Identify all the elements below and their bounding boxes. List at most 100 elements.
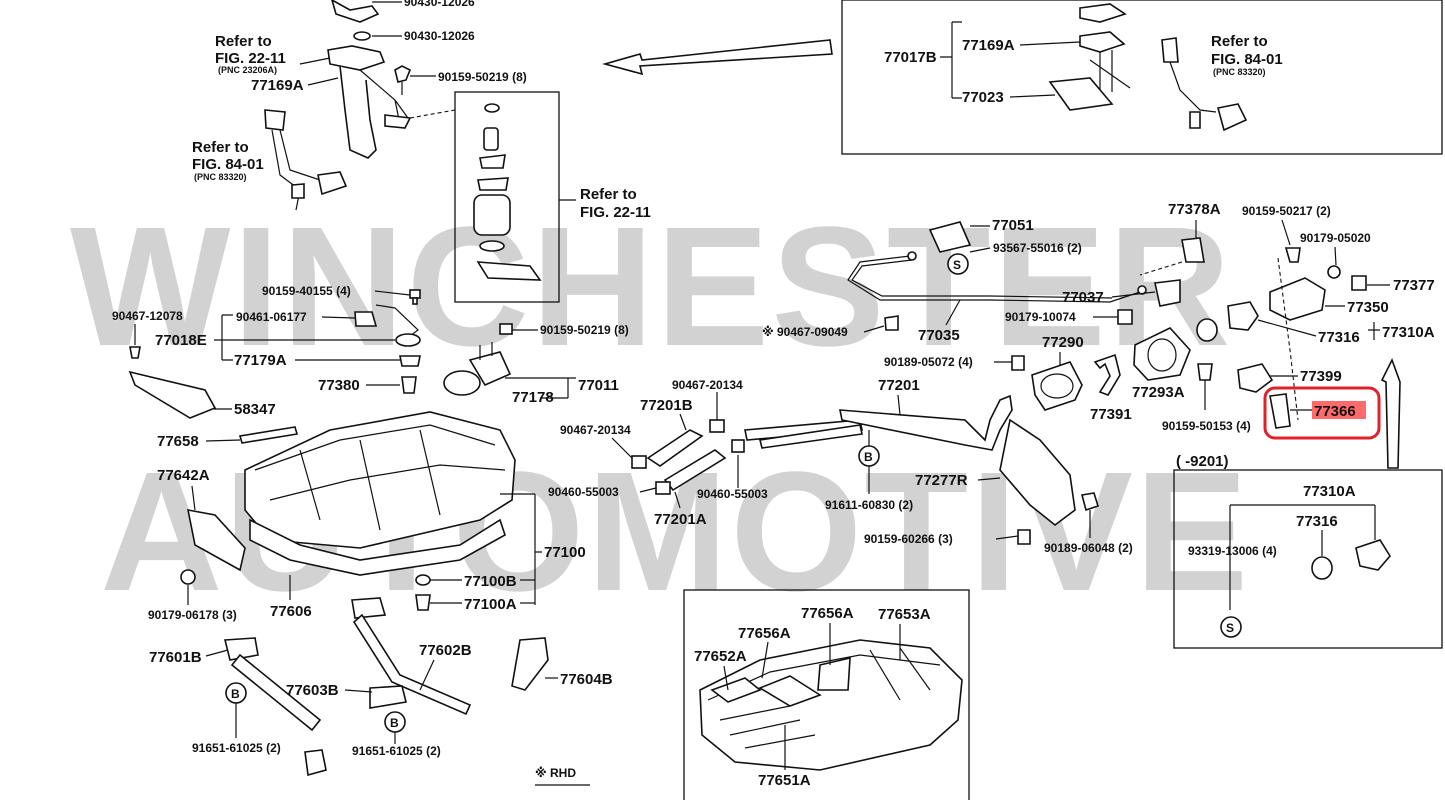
part-label-90460-55003-a[interactable]: 90460-55003 <box>548 485 619 499</box>
svg-text:S: S <box>1226 621 1234 635</box>
part-label-77023[interactable]: 77023 <box>962 89 1004 106</box>
part-label-90159-50217[interactable]: 90159-50217 (2) <box>1242 204 1331 218</box>
part-label-77656A-b[interactable]: 77656A <box>738 625 791 642</box>
part-label-90179-05020[interactable]: 90179-05020 <box>1300 231 1371 245</box>
part-label-77179A[interactable]: 77179A <box>234 352 287 369</box>
part-label-91651-61025-b[interactable]: 91651-61025 (2) <box>352 744 441 758</box>
part-label-90159-50219-top[interactable]: 90159-50219 (8) <box>438 70 527 84</box>
part-label-90430-12026-top[interactable]: 90430-12026 <box>404 0 475 9</box>
svg-text:B: B <box>390 716 399 730</box>
rhd-note: ※ RHD <box>535 766 576 780</box>
part-label-77011[interactable]: 77011 <box>578 377 619 394</box>
part-label-77277R[interactable]: 77277R <box>915 472 968 489</box>
pointer-arrow-left <box>602 39 833 76</box>
part-label-77051[interactable]: 77051 <box>992 217 1034 234</box>
part-label-90461-06177[interactable]: 90461-06177 <box>236 310 307 324</box>
part-label-77377[interactable]: 77377 <box>1393 277 1435 294</box>
part-label-77201[interactable]: 77201 <box>878 377 920 394</box>
part-label-77604B[interactable]: 77604B <box>560 671 613 688</box>
part-label-77100B[interactable]: 77100B <box>464 573 517 590</box>
filler-ring-77290 <box>1031 361 1083 411</box>
part-label-77658[interactable]: 77658 <box>157 433 199 450</box>
alt-tank-box <box>683 589 970 800</box>
part-label-77037[interactable]: 77037 <box>1062 289 1104 306</box>
part-label-77653A[interactable]: 77653A <box>878 606 931 623</box>
part-label-90159-40155[interactable]: 90159-40155 (4) <box>262 284 351 298</box>
fuel-cap-77316 <box>1227 301 1259 331</box>
part-label-77391[interactable]: 77391 <box>1090 406 1132 423</box>
svg-text:B: B <box>864 450 873 464</box>
part-label-93567-55016[interactable]: 93567-55016 (2) <box>993 241 1082 255</box>
part-label-90189-05072[interactable]: 90189-05072 (4) <box>884 355 973 369</box>
part-label-90179-10074[interactable]: 90179-10074 <box>1005 310 1076 324</box>
part-label-77651A[interactable]: 77651A <box>758 772 811 789</box>
part-label-77399[interactable]: 77399 <box>1300 368 1342 385</box>
refer-note-1-line1: Refer to <box>215 33 272 50</box>
lock-77399 <box>1237 363 1274 393</box>
part-label-77606[interactable]: 77606 <box>270 603 312 620</box>
part-label-77201B[interactable]: 77201B <box>640 397 693 414</box>
highlight-77366-box <box>1263 386 1381 440</box>
part-label-77642A[interactable]: 77642A <box>157 467 210 484</box>
part-label-77018E[interactable]: 77018E <box>155 332 207 349</box>
part-label-77178[interactable]: 77178 <box>512 389 554 406</box>
part-label-90159-50219-mid[interactable]: 90159-50219 (8) <box>540 323 629 337</box>
part-label-91651-61025-a[interactable]: 91651-61025 (2) <box>192 741 281 755</box>
svg-text:B: B <box>231 687 240 701</box>
watermark-line-1: WINCHESTER <box>70 192 1233 382</box>
heat-shield-77642A <box>186 508 246 572</box>
part-label-77017B[interactable]: 77017B <box>884 49 937 66</box>
fuel-pump-drawing <box>473 103 542 281</box>
circle-b-marker-mid: B <box>384 711 406 733</box>
part-label-90189-06048[interactable]: 90189-06048 (2) <box>1044 541 1133 555</box>
part-label-77652A[interactable]: 77652A <box>694 648 747 665</box>
refer-note-3-line2: FIG. 22-11 <box>580 204 651 221</box>
part-label-90467-20134-a[interactable]: 90467-20134 <box>672 378 743 392</box>
part-label-90467-12078[interactable]: 90467-12078 <box>112 309 183 323</box>
part-label-90179-06178[interactable]: 90179-06178 (3) <box>148 608 237 622</box>
part-label-77035[interactable]: 77035 <box>918 327 960 344</box>
part-label-90460-55003-b[interactable]: 90460-55003 <box>697 487 768 501</box>
refer-note-4-line2: FIG. 84-01 <box>1211 51 1283 68</box>
part-label-77378A[interactable]: 77378A <box>1168 201 1221 218</box>
refer-note-4-pnc: (PNC 83320) <box>1213 67 1266 77</box>
part-label-90467-20134-b[interactable]: 90467-20134 <box>560 423 631 437</box>
alt-tank-drawing <box>699 639 963 771</box>
splash-shield-77277R <box>999 418 1076 527</box>
part-label-77293A[interactable]: 77293A <box>1132 384 1185 401</box>
svg-text:S: S <box>953 258 961 272</box>
part-label-90159-50153[interactable]: 90159-50153 (4) <box>1162 419 1251 433</box>
part-label-90467-09049[interactable]: ※ 90467-09049 <box>762 325 848 339</box>
part-label-77316[interactable]: 77316 <box>1318 329 1360 346</box>
part-label-77290[interactable]: 77290 <box>1042 334 1084 351</box>
part-label-77100[interactable]: 77100 <box>544 544 586 561</box>
part-label-77601B[interactable]: 77601B <box>149 649 202 666</box>
part-label-77380[interactable]: 77380 <box>318 377 360 394</box>
refer-note-2-line2: FIG. 84-01 <box>192 156 264 173</box>
part-label-93319-13006[interactable]: 93319-13006 (4) <box>1188 544 1277 558</box>
part-label-77366[interactable]: 77366 <box>1314 403 1356 420</box>
part-label-77603B[interactable]: 77603B <box>286 682 339 699</box>
fuel-tank-77100 <box>244 411 516 576</box>
part-label-77602B[interactable]: 77602B <box>419 642 472 659</box>
part-label-77169A[interactable]: 77169A <box>251 77 304 94</box>
part-label-91611-60830[interactable]: 91611-60830 (2) <box>825 498 913 512</box>
part-label-90430-12026[interactable]: 90430-12026 <box>404 29 475 43</box>
bolt-90159-40155 <box>409 289 421 305</box>
part-label-77169A-box[interactable]: 77169A <box>962 37 1015 54</box>
part-label-77310A[interactable]: 77310A <box>1382 324 1435 341</box>
part-label-77310A-box[interactable]: 77310A <box>1303 483 1356 500</box>
cap-77310A-box <box>1355 539 1391 571</box>
fuel-sender-gauge <box>443 342 512 396</box>
sender-variant-box <box>841 0 1443 155</box>
part-label-58347[interactable]: 58347 <box>234 401 276 418</box>
part-label-77350[interactable]: 77350 <box>1347 299 1389 316</box>
part-label-77201A[interactable]: 77201A <box>654 511 707 528</box>
fuel-door-77350 <box>1269 277 1326 321</box>
part-label-77656A-a[interactable]: 77656A <box>801 605 854 622</box>
part-label-77316-box[interactable]: 77316 <box>1296 513 1338 530</box>
hoses-and-clamps <box>631 394 1013 495</box>
part-label-90159-60266[interactable]: 90159-60266 (3) <box>864 532 953 546</box>
part-label-77100A[interactable]: 77100A <box>464 596 517 613</box>
